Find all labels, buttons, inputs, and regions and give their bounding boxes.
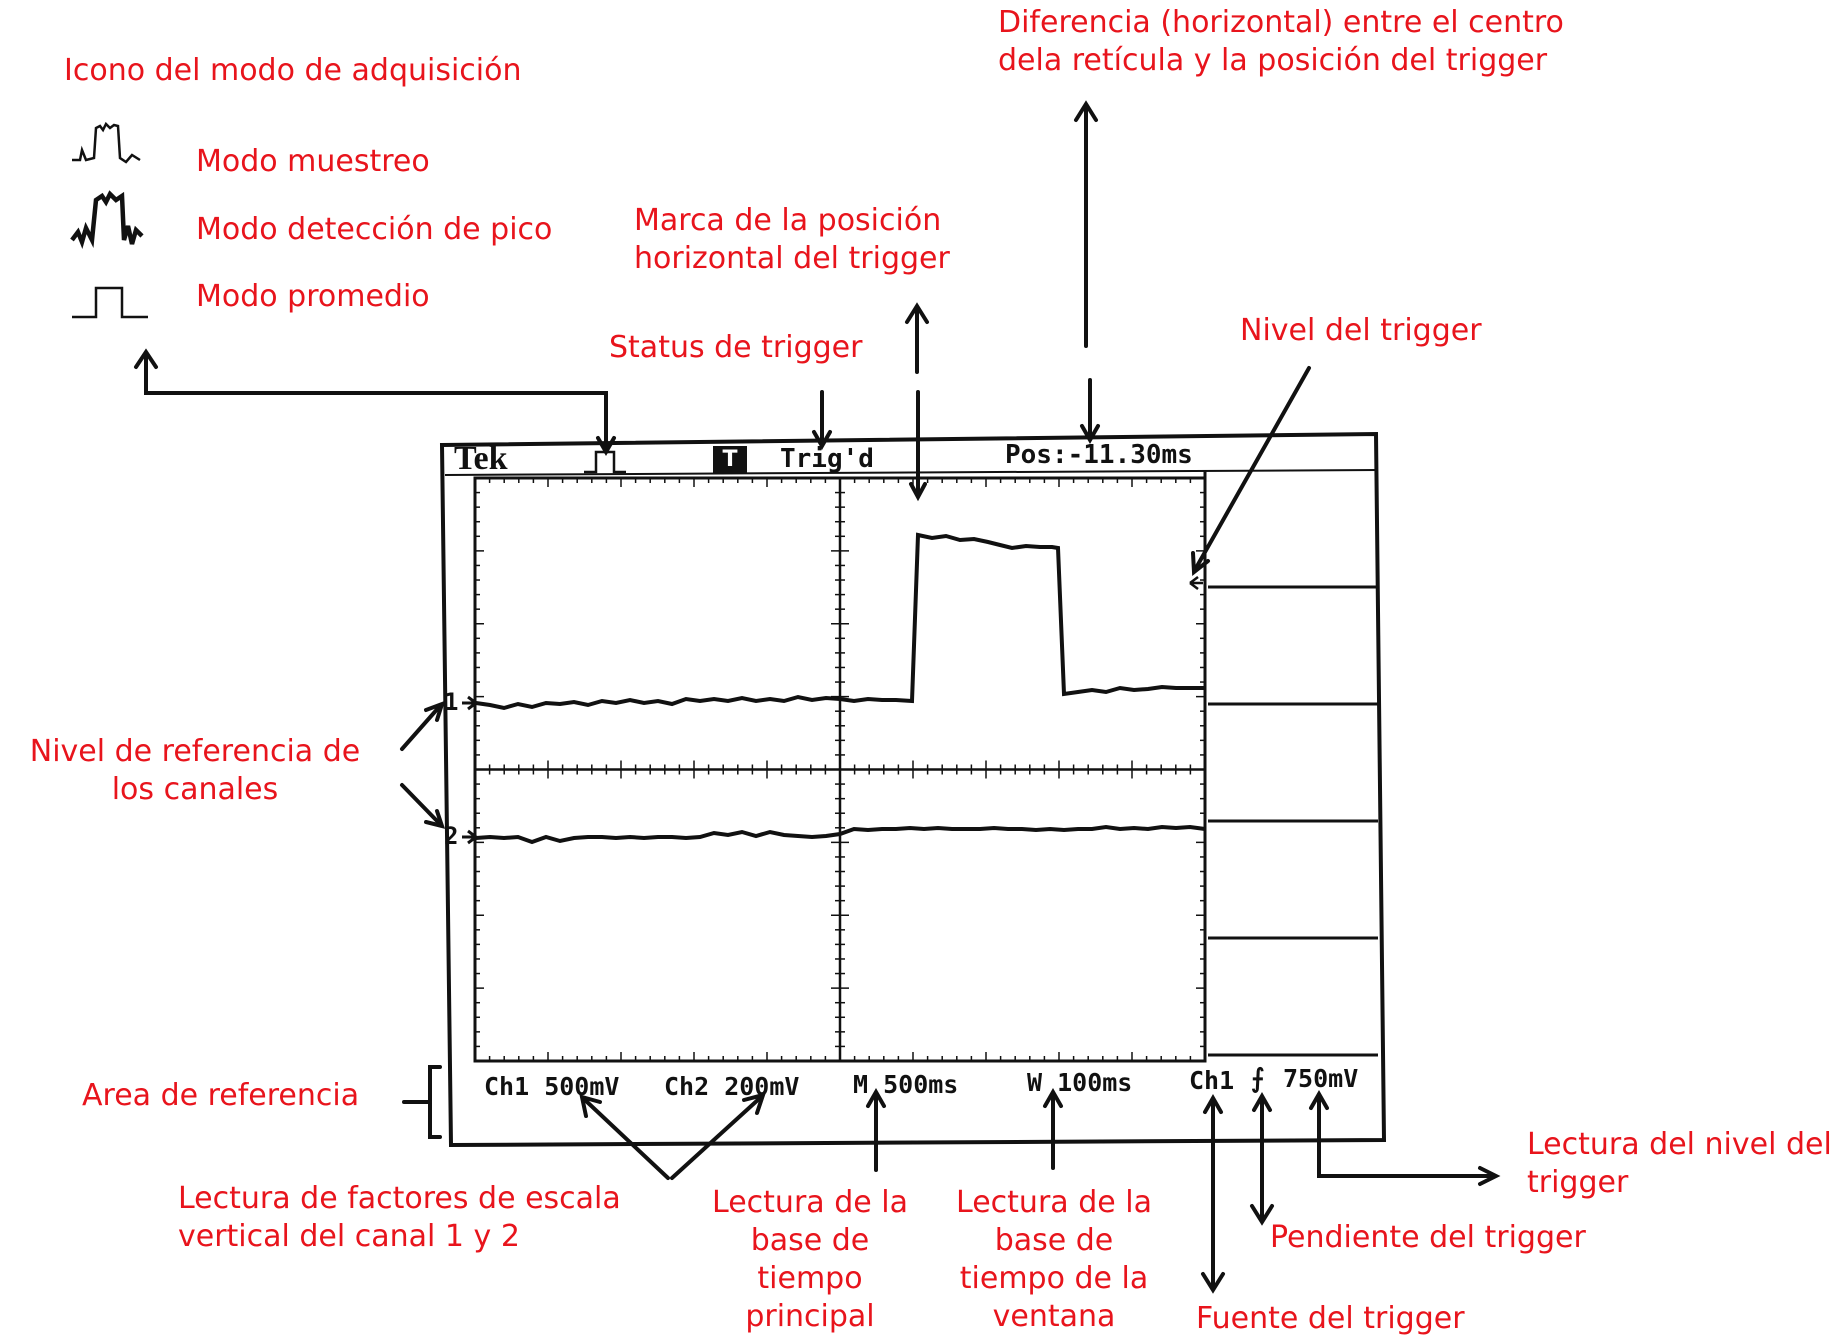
window-timebase-readout: W 100ms bbox=[1027, 1068, 1133, 1097]
main-timebase-line-4: principal bbox=[745, 1299, 875, 1334]
acquisition-mode-icon bbox=[584, 450, 626, 474]
header-separator bbox=[444, 469, 1379, 476]
side-menu bbox=[1203, 470, 1378, 1061]
channel-1-ref-marker bbox=[462, 695, 479, 711]
mode-average-label: Modo promedio bbox=[196, 279, 430, 314]
trigger-status-badge: T bbox=[713, 446, 747, 474]
ch2-scale-readout: Ch2 200mV bbox=[664, 1072, 800, 1101]
channel-2-label: 2 bbox=[444, 822, 459, 850]
window-timebase-line-1: Lectura de la bbox=[956, 1185, 1152, 1220]
mode-peak-label: Modo detección de pico bbox=[196, 212, 553, 247]
window-timebase-line-2: base de bbox=[994, 1223, 1114, 1258]
trigger-hpos-line-2: horizontal del trigger bbox=[634, 241, 950, 276]
channel-1-trace bbox=[475, 532, 1205, 711]
window-timebase-line-4: ventana bbox=[992, 1299, 1116, 1334]
main-timebase-readout: M 500ms bbox=[853, 1070, 959, 1099]
acquisition-average-icon bbox=[72, 286, 148, 319]
trigger-level-value: 750mV bbox=[1283, 1064, 1359, 1093]
main-timebase-line-1: Lectura de la bbox=[712, 1185, 908, 1220]
window-timebase-line-3: tiempo de la bbox=[959, 1261, 1149, 1296]
acquisition-peak-detect-icon bbox=[70, 190, 144, 249]
trigger-level-readout-line-1: Lectura del nivel del bbox=[1527, 1127, 1832, 1162]
channel-ref-line-2: los canales bbox=[111, 772, 279, 807]
main-timebase-line-3: tiempo bbox=[757, 1261, 863, 1296]
mode-sample-label: Modo muestreo bbox=[196, 144, 430, 179]
annotation-arrows bbox=[134, 100, 1501, 1294]
main-timebase-line-2: base de bbox=[750, 1223, 870, 1258]
trigger-status-label: Status de trigger bbox=[609, 330, 863, 365]
trigger-offset-label: Diferencia (horizontal) entre el centro … bbox=[998, 4, 1564, 80]
channel-2-trace bbox=[475, 824, 1206, 845]
channel-2-ref-marker bbox=[462, 829, 479, 845]
acquisition-sample-icon bbox=[72, 121, 141, 164]
trigger-hpos-line-1: Marca de la posición bbox=[634, 203, 942, 238]
ch1-scale-readout: Ch1 500mV bbox=[484, 1072, 620, 1101]
window-timebase-label: Lectura de la base de tiempo de la venta… bbox=[944, 1184, 1164, 1336]
trigger-hpos-label: Marca de la posición horizontal del trig… bbox=[634, 202, 950, 278]
brand-logo: Tek bbox=[454, 440, 508, 477]
trigger-slope-label: Pendiente del trigger bbox=[1270, 1220, 1586, 1255]
channel-ref-line-1: Nivel de referencia de bbox=[29, 734, 361, 769]
trigger-level-readout-line-2: trigger bbox=[1527, 1165, 1629, 1200]
trigger-position-readout: Pos:-11.30ms bbox=[1005, 440, 1193, 470]
trigger-offset-line-1: Diferencia (horizontal) entre el centro bbox=[998, 5, 1564, 40]
trigger-level-readout-label: Lectura del nivel del trigger bbox=[1527, 1126, 1832, 1202]
trigger-level-label: Nivel del trigger bbox=[1240, 313, 1482, 348]
main-timebase-label: Lectura de la base de tiempo principal bbox=[700, 1184, 920, 1336]
vertical-scale-line-2: vertical del canal 1 y 2 bbox=[178, 1219, 520, 1254]
acquisition-mode-title: Icono del modo de adquisición bbox=[64, 53, 522, 88]
trigger-status-readout: Trig'd bbox=[780, 444, 874, 474]
trigger-offset-line-2: dela retícula y la posición del trigger bbox=[998, 43, 1548, 78]
graticule-grid bbox=[475, 478, 1205, 1061]
vertical-scale-label: Lectura de factores de escala vertical d… bbox=[178, 1180, 621, 1256]
reference-area-label: Area de referencia bbox=[82, 1078, 360, 1113]
channel-ref-label: Nivel de referencia de los canales bbox=[20, 733, 370, 809]
scope-screen-frame bbox=[439, 431, 1387, 1148]
channel-1-label: 1 bbox=[444, 688, 459, 716]
trigger-source-label: Fuente del trigger bbox=[1196, 1301, 1465, 1336]
trigger-source-readout: Ch1 bbox=[1189, 1066, 1235, 1095]
trigger-slope-icon: ⨍ bbox=[1251, 1064, 1265, 1094]
vertical-scale-line-1: Lectura de factores de escala bbox=[178, 1181, 621, 1216]
trigger-level-marker bbox=[1189, 576, 1203, 590]
